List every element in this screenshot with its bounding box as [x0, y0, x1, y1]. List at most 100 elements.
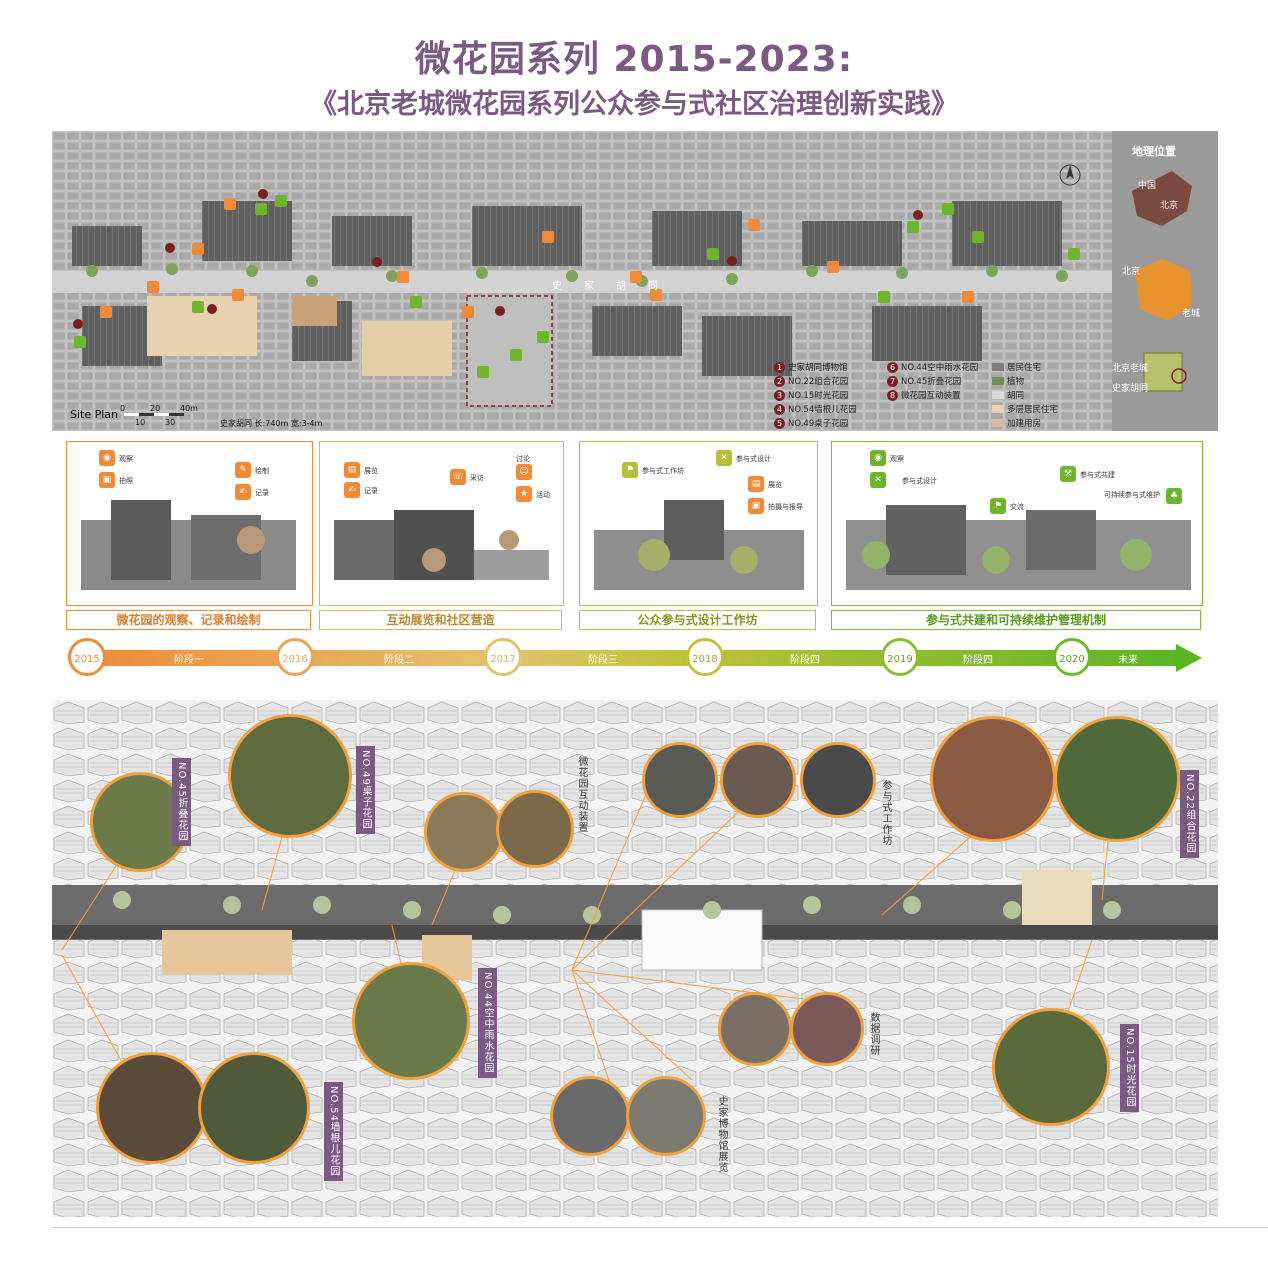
stage1-collage: [81, 500, 296, 590]
phase-future: 未来: [1118, 655, 1138, 666]
stage4-label-maintain: 可持续参与式维护: [1104, 491, 1160, 499]
stage-bar-2: 互动展览和社区营造: [319, 610, 562, 630]
stage2-label-exhibit: 展览: [364, 467, 378, 475]
draw-icon: ✎: [235, 462, 251, 478]
geo-china: 中国: [1138, 181, 1157, 191]
stage-bar-1: 微花园的观察、记录和绘制: [66, 610, 311, 630]
photo-survey-1: [718, 992, 792, 1066]
label-no15: NO.15时光花园: [1120, 1024, 1139, 1112]
photo-no54-garden-1: [96, 1052, 208, 1164]
street-note: 史家胡同 长:740m 宽:3-4m: [220, 419, 323, 428]
label-survey: 数据调研: [868, 1012, 879, 1056]
year-2020: 2020: [1053, 638, 1091, 676]
stage2-label-interview: 采访: [470, 474, 484, 482]
photo-survey-2: [790, 992, 864, 1066]
site-plan-map: 史家胡同 Site Plan 0 10 20 30 40m 史家胡同 长:740…: [52, 131, 1218, 431]
geo-beijing: 北京: [1122, 267, 1141, 277]
site-plan-label: Site Plan: [70, 408, 119, 421]
aerial-axonometric: NO.45折叠花园 NO.49桌子花园 微花园互动装置 参与式工作坊 NO.22…: [52, 700, 1218, 1217]
design-icon: ✕: [870, 472, 886, 488]
stage-panel-1: ◉ 观察 ▣ 拍照 ✎ 绘制 ✍ 记录: [66, 441, 313, 606]
observe-icon: ◉: [870, 450, 886, 466]
legend-swatch-multistorey: 多层居民住宅: [992, 403, 1058, 415]
alley-name: 史家胡同: [552, 281, 680, 292]
geo-title: 地理位置: [1132, 145, 1176, 158]
scale-tick-20: 20: [150, 404, 161, 413]
stage1-label-photo: 拍照: [119, 477, 133, 485]
year-2019: 2019: [881, 638, 919, 676]
stage3-label-workshop: 参与式工作坊: [642, 467, 684, 475]
label-interactive-device: 微花园互动装置: [576, 756, 587, 833]
record-icon: ✍: [344, 482, 360, 498]
phase-2: 阶段二: [384, 655, 414, 666]
stage1-label-draw: 绘制: [255, 467, 269, 475]
photo-workshop-3: [800, 742, 876, 818]
stage-bar-4: 参与式共建和可持续维护管理机制: [831, 610, 1201, 630]
legend-swatch-residence: 居民住宅: [992, 361, 1041, 373]
legend-swatch-plants: 植物: [992, 375, 1024, 387]
photo-no15-garden: [992, 1008, 1110, 1126]
stage-bar-3: 公众参与式设计工作坊: [579, 610, 816, 630]
photo-workshop-1: [642, 742, 718, 818]
label-museum: 史家博物馆展览: [716, 1096, 727, 1173]
photo-museum-2: [626, 1076, 706, 1156]
main-title: 微花园系列 2015-2023:: [414, 39, 854, 80]
discuss-icon: ☺: [516, 464, 532, 480]
exhibit-icon: ▤: [344, 462, 360, 478]
geo-hutong: 史家胡同: [1112, 384, 1149, 394]
photo-no22-garden-1: [930, 716, 1056, 842]
photo-workshop-2: [720, 742, 796, 818]
stage4-collage: [846, 505, 1191, 590]
legend-swatch-additions: 加建用房: [992, 417, 1041, 429]
stage1-label-observe: 观察: [119, 455, 133, 463]
phase-3: 阶段三: [588, 655, 618, 666]
stage-panel-4: ◉ 观察 ✕ 参与式设计 ⚑ 交流 ⚒ 参与式共建 可持续参与式维护 ♣: [831, 441, 1203, 606]
geo-beijing-on-china: 北京: [1160, 201, 1179, 211]
stage4-label-design: 参与式设计: [902, 477, 937, 485]
site-plan-drawing: [52, 131, 1218, 431]
timeline-track: [76, 644, 1202, 672]
phase-4a: 阶段四: [790, 655, 820, 666]
subtitle: 《北京老城微花园系列公众参与式社区治理创新实践》: [310, 89, 958, 120]
scale-tick-40: 40m: [180, 404, 198, 413]
camera-icon: ▣: [748, 498, 764, 514]
photo-interactive-device-2: [496, 790, 574, 868]
photo-museum-1: [550, 1076, 630, 1156]
stage4-label-exchange: 交流: [1010, 503, 1024, 511]
timeline: 2015 2016 2017 2018 2019 2020 阶段一 阶段二 阶段…: [66, 636, 1206, 682]
stage3-collage: [594, 500, 804, 590]
label-no44: NO.44空中雨水花园: [478, 968, 497, 1078]
camera-icon: ▣: [99, 472, 115, 488]
geo-old-city-full: 北京老城: [1112, 364, 1149, 374]
scale-tick-30: 30: [165, 418, 176, 427]
label-no22: NO.22组合花园: [1180, 770, 1199, 858]
phase-4b: 阶段四: [963, 655, 993, 666]
photo-no44-garden: [352, 962, 470, 1080]
stage3-label-exhibit: 展览: [768, 481, 782, 489]
stage4-label-observe: 观察: [890, 455, 904, 463]
exhibit-icon: ▤: [748, 476, 764, 492]
stage-panel-2: ▤ 展览 ✍ 记录 ☏ 采访 讨论 ☺ ★ 活动: [319, 441, 564, 606]
geo-old-city: 老城: [1182, 309, 1201, 319]
workshop-icon: ⚑: [622, 462, 638, 478]
observe-icon: ◉: [99, 450, 115, 466]
activity-icon: ★: [516, 486, 532, 502]
scale-tick-0: 0: [120, 404, 126, 413]
bottom-divider: [52, 1227, 1268, 1228]
year-2017: 2017: [484, 638, 522, 676]
label-no49: NO.49桌子花园: [356, 746, 375, 834]
label-workshop: 参与式工作坊: [880, 780, 891, 846]
label-no45: NO.45折叠花园: [172, 758, 191, 846]
stage4-label-build: 参与式共建: [1080, 471, 1115, 479]
stage2-label-record: 记录: [364, 487, 378, 495]
scale-tick-10: 10: [135, 418, 146, 427]
photo-no54-garden-2: [198, 1052, 310, 1164]
watering-icon: ♣: [1166, 488, 1182, 504]
stage3-label-report: 拍摄与报导: [768, 503, 803, 511]
year-2015: 2015: [68, 638, 106, 676]
photo-interactive-device-1: [424, 792, 504, 872]
